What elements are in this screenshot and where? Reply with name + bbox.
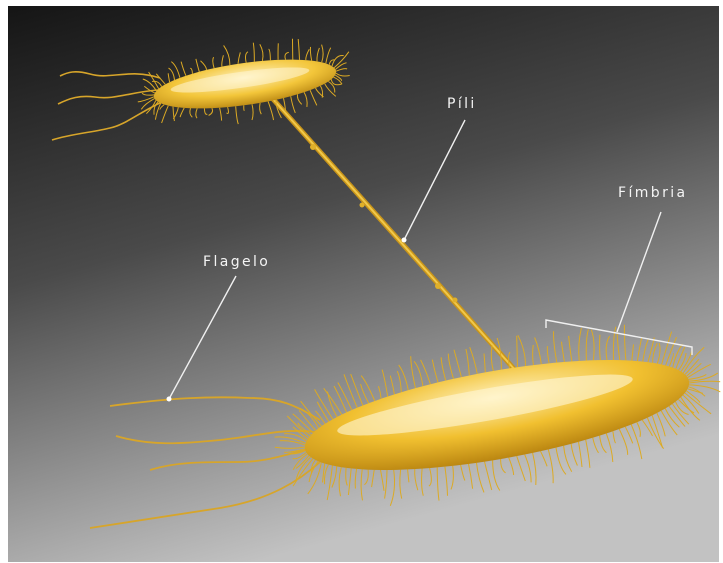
background	[8, 6, 719, 562]
flagelo-leader-dot	[167, 397, 172, 402]
fimbria-label: Fímbria	[618, 185, 688, 201]
pili-leader-dot	[402, 238, 407, 243]
pili-label: Píli	[447, 96, 477, 112]
flagelo-label: Flagelo	[203, 254, 270, 270]
